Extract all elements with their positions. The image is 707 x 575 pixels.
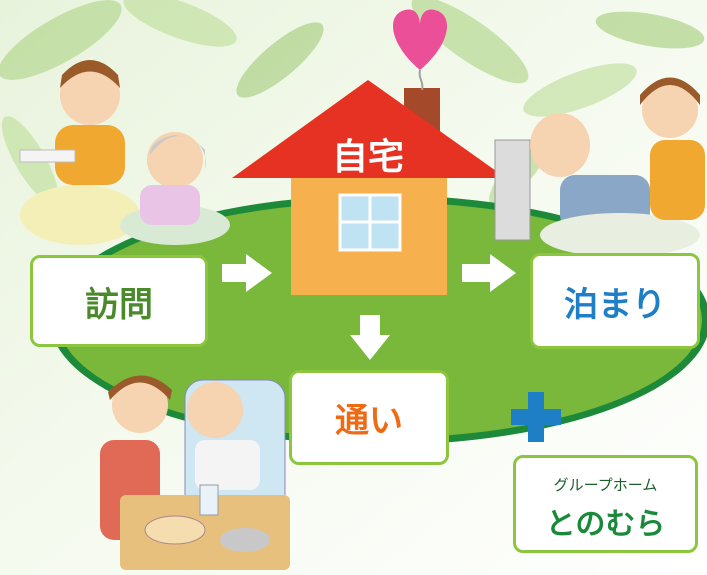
arrow-down-home-to-commute bbox=[350, 315, 390, 360]
home-label: 自宅 bbox=[331, 137, 404, 178]
illustration-caregiver-stay bbox=[640, 77, 705, 220]
plus-icon bbox=[511, 392, 561, 442]
illustration-elderly-in-bed-left bbox=[20, 132, 230, 245]
visit-service-label: 訪問 bbox=[85, 284, 153, 325]
arrow-right-visit-to-home bbox=[222, 254, 272, 292]
heart-icon bbox=[393, 9, 447, 70]
house bbox=[232, 80, 506, 295]
group-home-name: とのむら bbox=[545, 507, 666, 542]
illustration-elderly-in-bed-right bbox=[494, 113, 700, 257]
group-home-box: グループホーム とのむら bbox=[513, 455, 698, 553]
commute-service-label: 通い bbox=[335, 401, 403, 441]
group-home-subtitle: グループホーム bbox=[553, 476, 658, 494]
visit-service-box: 訪問 bbox=[30, 255, 208, 347]
stay-service-box: 泊まり bbox=[530, 253, 700, 349]
illustration-elderly-eating bbox=[120, 379, 290, 570]
arrow-right-home-to-stay bbox=[462, 254, 516, 292]
illustration-caregiver-visit bbox=[19, 60, 125, 185]
stay-service-label: 泊まり bbox=[564, 284, 666, 325]
house-roof bbox=[232, 80, 506, 178]
commute-service-box: 通い bbox=[289, 370, 449, 465]
